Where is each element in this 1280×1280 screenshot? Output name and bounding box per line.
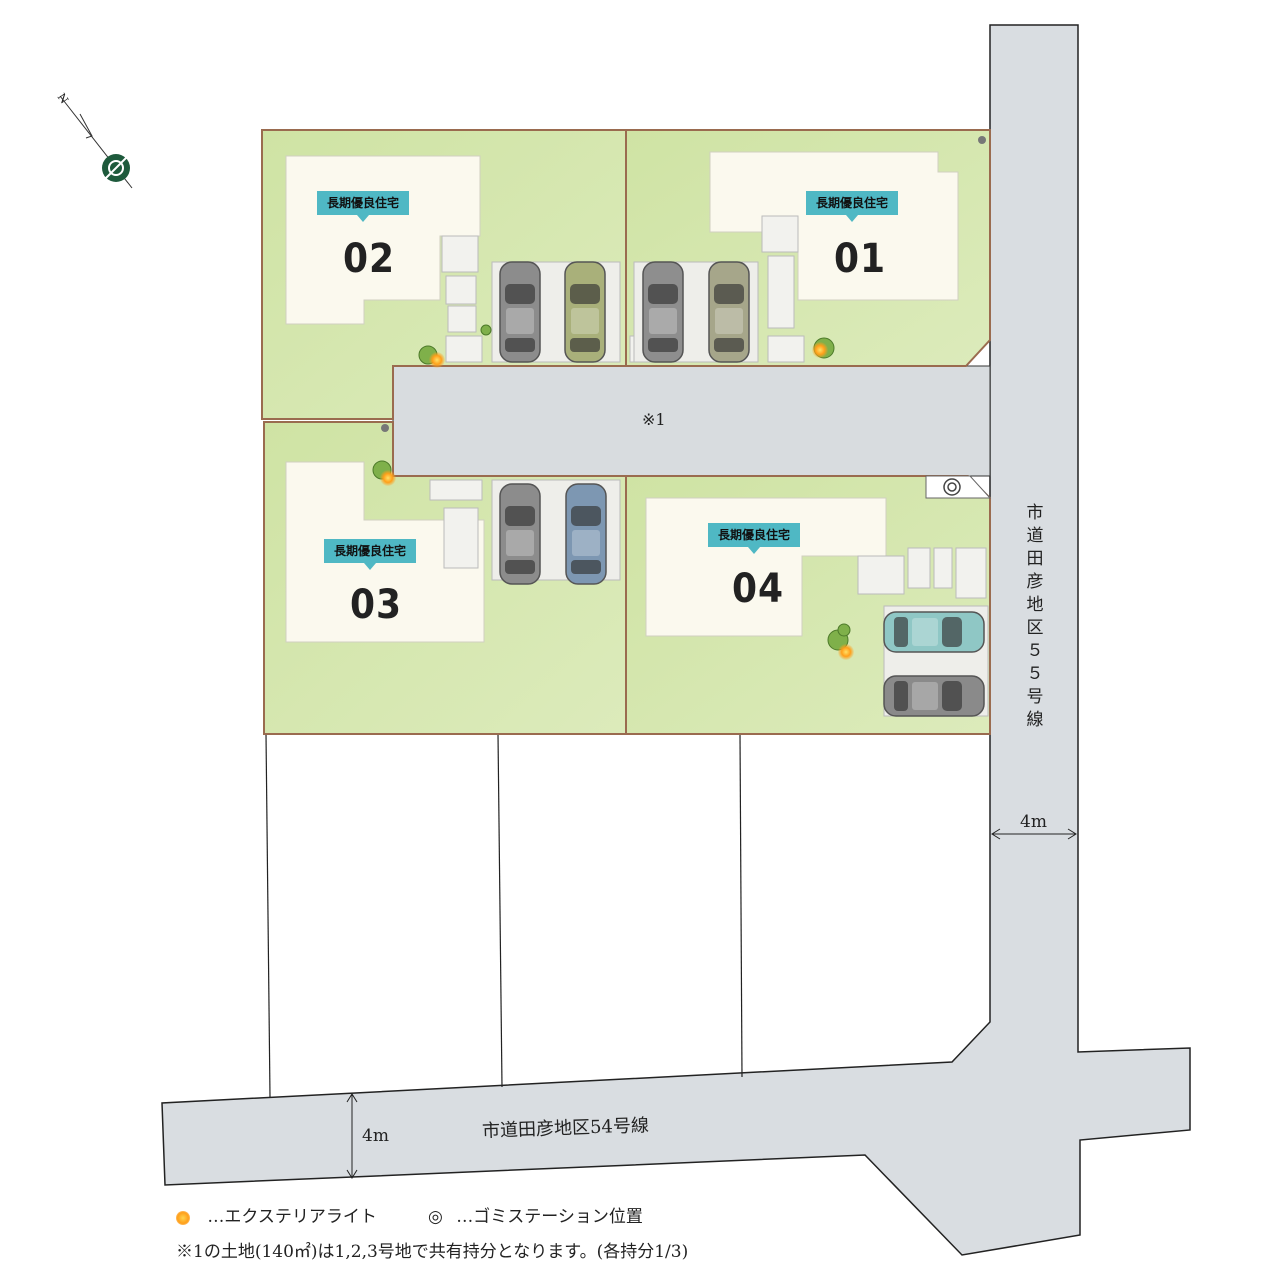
south-road-width-label: 4m <box>362 1126 389 1146</box>
lot-04-number: 04 <box>732 566 785 612</box>
lot-01-house <box>709 151 959 301</box>
legend-light-label: …エクステリアライト <box>207 1207 377 1227</box>
east-road-width-dimension <box>991 828 1077 840</box>
car-icon <box>564 261 606 363</box>
road-name-char: 彦 <box>1026 572 1044 592</box>
car-icon <box>499 483 541 585</box>
boundary-marker-icon <box>381 424 389 432</box>
road-name-char: 号 <box>1026 687 1044 707</box>
lot-03-badge: 長期優良住宅 <box>324 539 416 570</box>
lot-02-badge: 長期優良住宅 <box>317 191 409 222</box>
road-name-char: 区 <box>1026 618 1044 638</box>
road-name-char: 田 <box>1026 549 1044 569</box>
lot-04-house <box>645 497 887 637</box>
lot-01-number: 01 <box>834 236 887 282</box>
shared-land-note: ※1の土地(140㎡)は1,2,3号地で共有持分となります。(各持分1/3) <box>176 1242 689 1262</box>
exterior-light-icon <box>176 1210 190 1225</box>
legend-garbage: ◎ …ゴミステーション位置 <box>428 1202 643 1227</box>
shared-lane <box>392 365 991 477</box>
road-name-char: 線 <box>1026 710 1044 730</box>
car-icon <box>883 675 985 717</box>
car-icon <box>565 483 607 585</box>
east-road <box>161 24 1191 1256</box>
lot-02-number: 02 <box>343 236 396 282</box>
car-icon <box>883 611 985 653</box>
neighbour-plot-lines <box>265 733 990 1098</box>
car-icon <box>642 261 684 363</box>
exterior-light-icon <box>838 644 854 660</box>
car-icon <box>499 261 541 363</box>
east-road-width-label: 4m <box>1020 812 1047 832</box>
exterior-light-icon <box>429 352 445 368</box>
exterior-light-icon <box>380 470 396 486</box>
legend-garbage-label: …ゴミステーション位置 <box>456 1207 643 1227</box>
lot-01-badge: 長期優良住宅 <box>806 191 898 222</box>
road-name-char: ５ <box>1026 641 1044 661</box>
legend-light: …エクステリアライト <box>176 1202 377 1227</box>
garbage-station-icon <box>925 475 992 499</box>
boundary-marker-icon <box>978 136 986 144</box>
lot-04-badge: 長期優良住宅 <box>708 523 800 554</box>
exterior-lights <box>380 342 854 660</box>
shared-lane-label: ※1 <box>642 410 666 429</box>
road-name-char: 地 <box>1026 595 1044 615</box>
road-name-char: 道 <box>1026 526 1044 546</box>
car-icon <box>708 261 750 363</box>
exterior-light-icon <box>812 342 828 358</box>
road-name-char: ５ <box>1026 664 1044 684</box>
south-road-width-dimension <box>346 1093 358 1179</box>
lot-03-number: 03 <box>350 582 403 628</box>
compass-icon <box>59 95 133 189</box>
garbage-station-symbol: ◎ <box>428 1207 443 1227</box>
road-name-char: 市 <box>1026 503 1044 523</box>
